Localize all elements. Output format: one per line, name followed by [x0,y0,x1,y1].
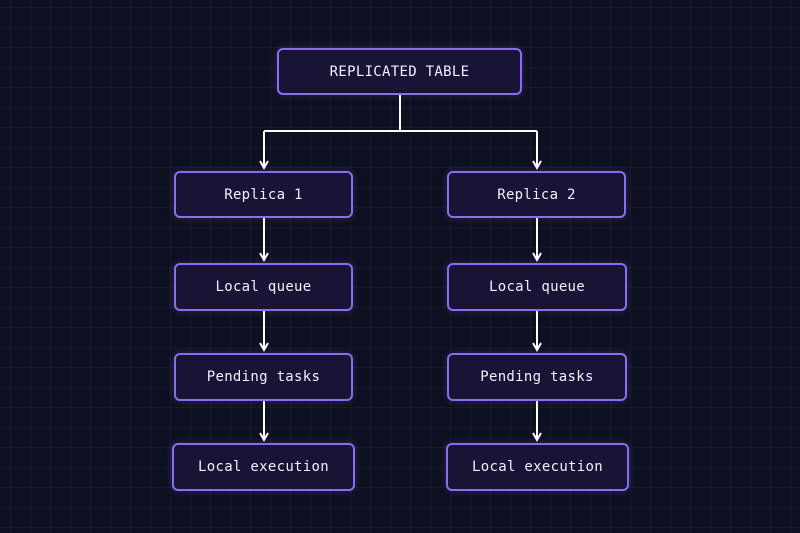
replica-2-pending-tasks-label: Pending tasks [480,369,594,385]
replica-2-label: Replica 2 [497,186,576,203]
replica-2-local-queue-node: Local queue [447,263,627,311]
replica-1-pending-tasks-label: Pending tasks [206,369,321,385]
replica-1-local-queue-node: Local queue [174,263,353,311]
replica-1-local-execution-node: Local execution [172,443,355,491]
replicated-table-label: REPLICATED TABLE [329,63,470,80]
replica-1-pending-tasks-node: Pending tasks [174,353,353,401]
replica-2-local-execution-node: Local execution [446,443,629,491]
replica-1-local-queue-label: Local queue [215,279,312,295]
replica-1-local-execution-label: Local execution [198,459,329,475]
replica-1-node: Replica 1 [174,171,353,218]
replicated-table-node: REPLICATED TABLE [277,48,522,95]
replica-2-pending-tasks-node: Pending tasks [447,353,627,401]
replica-2-node: Replica 2 [447,171,626,218]
replica-2-local-execution-label: Local execution [472,459,603,475]
replica-2-local-queue-label: Local queue [488,279,586,295]
replica-1-label: Replica 1 [224,186,303,203]
